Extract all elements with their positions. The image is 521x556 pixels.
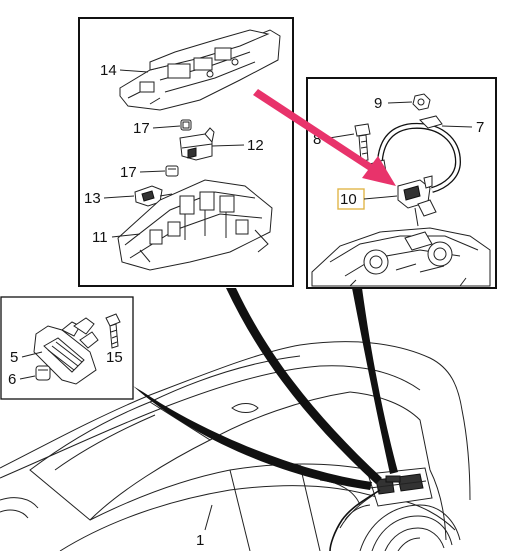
callout-8: 8 xyxy=(313,131,321,148)
leader-line-17-upper xyxy=(152,125,181,129)
callout-17-upper: 17 xyxy=(133,120,150,137)
part-5-bracket xyxy=(33,317,99,385)
leader-line-12 xyxy=(211,144,245,147)
part-8-bolt xyxy=(354,123,371,162)
callout-13: 13 xyxy=(84,190,101,207)
part-6-cap xyxy=(35,365,51,381)
part-13-terminal xyxy=(134,185,173,207)
part-17-nut-upper xyxy=(180,119,192,131)
leader-line-13 xyxy=(103,195,135,199)
fusebox-panel: 14 17 12 17 13 xyxy=(78,17,294,287)
callout-12: 12 xyxy=(247,137,264,154)
part-9-nut xyxy=(412,93,431,111)
battery-top xyxy=(311,227,491,287)
part-10-terminal xyxy=(397,175,437,227)
part-15-bolt xyxy=(105,313,121,349)
part-11-fusebox xyxy=(117,179,273,271)
leader-line-11 xyxy=(111,233,141,238)
callout-9: 9 xyxy=(374,95,382,112)
leader-line-6 xyxy=(19,375,36,380)
battery-in-car xyxy=(367,467,433,507)
callout-10: 10 xyxy=(340,191,357,208)
battery-panel: 9 8 7 10 xyxy=(306,77,497,289)
callout-14: 14 xyxy=(100,62,117,79)
leader-line-9 xyxy=(387,101,413,104)
part-17-nut-lower xyxy=(165,165,179,177)
highlight-arrow xyxy=(253,89,396,186)
leader-line-10 xyxy=(363,195,398,200)
callout-7: 7 xyxy=(476,119,484,136)
leader-line-1 xyxy=(204,504,213,531)
leader-bands xyxy=(133,288,398,552)
callout-1: 1 xyxy=(196,532,204,549)
callout-17-lower: 17 xyxy=(120,164,137,181)
callout-11: 11 xyxy=(92,229,108,246)
bracket-panel: 5 6 15 xyxy=(0,296,134,400)
callout-5: 5 xyxy=(10,349,18,366)
leader-line-17-lower xyxy=(139,170,166,173)
part-12-relay xyxy=(179,127,215,161)
leader-line-7 xyxy=(441,125,473,128)
callout-6: 6 xyxy=(8,371,16,388)
leader-line-14 xyxy=(119,69,149,73)
car-body xyxy=(0,341,471,552)
callout-15: 15 xyxy=(106,349,123,366)
leader-line-5 xyxy=(21,351,43,358)
part-14-bracket xyxy=(119,29,281,111)
